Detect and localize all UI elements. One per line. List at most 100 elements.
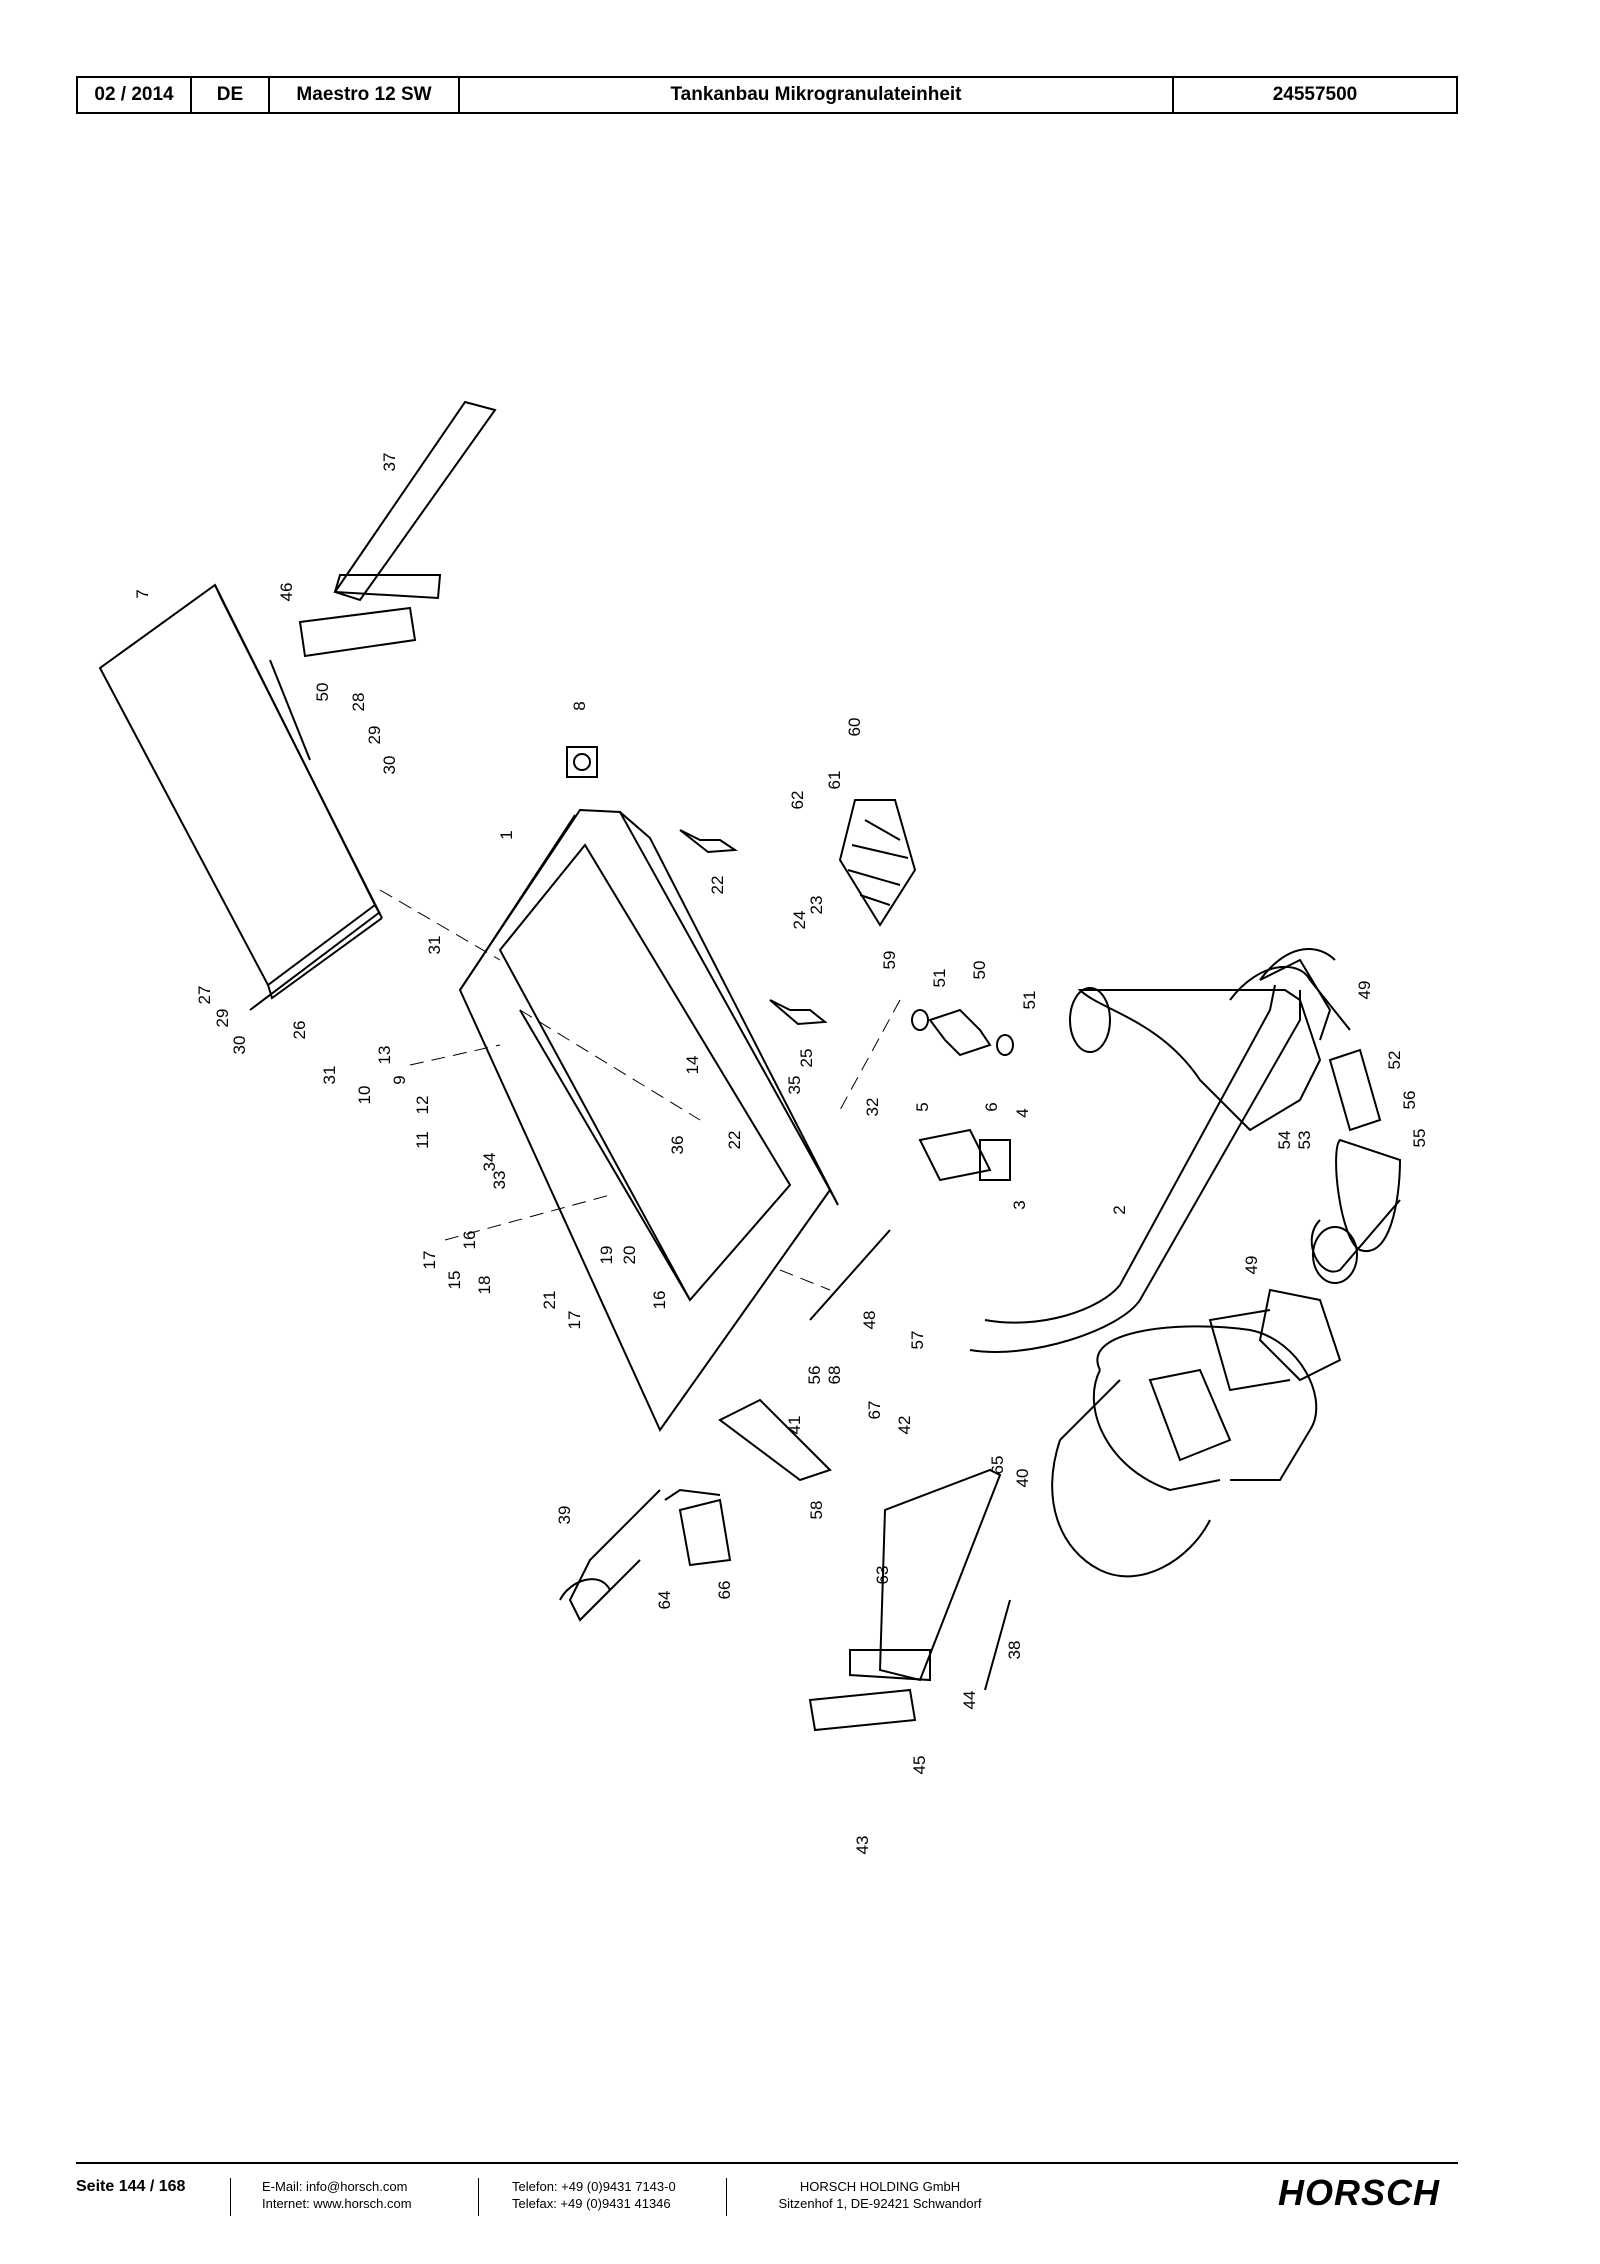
callout-label: 41 [785, 1416, 804, 1435]
callout-label: 55 [1410, 1129, 1429, 1148]
callout-label: 40 [1013, 1469, 1032, 1488]
callout-label: 51 [1020, 991, 1039, 1010]
callout-label: 36 [668, 1136, 687, 1155]
drawing-lines [98, 400, 1402, 1732]
callout-label: 4 [1013, 1108, 1032, 1117]
callout-label: 2 [1110, 1205, 1129, 1214]
footer-separator [726, 2178, 727, 2216]
callout-label: 18 [475, 1276, 494, 1295]
callout-label: 34 [480, 1153, 499, 1172]
callout-label: 24 [790, 911, 809, 930]
callout-label: 45 [910, 1756, 929, 1775]
drawing-dashed-lines [379, 889, 901, 1291]
callout-label: 17 [565, 1311, 584, 1330]
header-language: DE [192, 78, 270, 112]
callout-label: 68 [825, 1366, 844, 1385]
callout-label: 42 [895, 1416, 914, 1435]
callout-label: 58 [807, 1501, 826, 1520]
callout-label: 22 [725, 1131, 744, 1150]
callout-label: 19 [597, 1246, 616, 1265]
callout-label: 62 [788, 791, 807, 810]
callout-label: 23 [807, 896, 826, 915]
header-title: Tankanbau Mikrogranulateinheit [460, 78, 1174, 112]
footer-company: HORSCH HOLDING GmbH [799, 2179, 961, 2194]
callout-label: 49 [1242, 1256, 1261, 1275]
callout-label: 33 [490, 1171, 509, 1190]
callout-label: 6 [982, 1102, 1001, 1111]
footer-fax: Telefax: +49 (0)9431 41346 [512, 2196, 671, 2211]
callout-label: 67 [865, 1401, 884, 1420]
callout-label: 61 [825, 771, 844, 790]
footer-contact-web: E-Mail: info@horsch.com Internet: www.ho… [262, 2178, 412, 2212]
callout-label: 13 [375, 1046, 394, 1065]
footer-page-number: Seite 144 / 168 [76, 2178, 186, 2195]
callout-label: 48 [860, 1311, 879, 1330]
callout-label: 37 [380, 453, 399, 472]
callout-label: 56 [805, 1366, 824, 1385]
callout-label: 3 [1010, 1200, 1029, 1209]
callout-label: 22 [708, 876, 727, 895]
callout-label: 52 [1385, 1051, 1404, 1070]
callout-label: 21 [540, 1291, 559, 1310]
footer-address: Sitzenhof 1, DE-92421 Schwandorf [778, 2196, 982, 2211]
callout-label: 30 [230, 1036, 249, 1055]
footer-contact-phone: Telefon: +49 (0)9431 7143-0 Telefax: +49… [512, 2178, 676, 2212]
callout-label: 63 [873, 1566, 892, 1585]
header-model: Maestro 12 SW [270, 78, 460, 112]
callout-label: 56 [1400, 1091, 1419, 1110]
callout-label: 27 [195, 986, 214, 1005]
callout-label: 9 [390, 1075, 409, 1084]
callout-label: 20 [620, 1246, 639, 1265]
callout-label: 8 [570, 701, 589, 710]
callout-label: 53 [1295, 1131, 1314, 1150]
callout-label: 60 [845, 718, 864, 737]
horsch-logo: HORSCH [1278, 2172, 1441, 2213]
callout-label: 30 [380, 756, 399, 775]
callout-label: 39 [555, 1506, 574, 1525]
callout-label: 17 [420, 1251, 439, 1270]
callout-label: 35 [785, 1076, 804, 1095]
header-date: 02 / 2014 [78, 78, 192, 112]
footer-email: E-Mail: info@horsch.com [262, 2179, 408, 2194]
callout-label: 5 [913, 1102, 932, 1111]
footer-separator [230, 2178, 231, 2216]
callout-label: 50 [313, 683, 332, 702]
callout-label: 54 [1275, 1131, 1294, 1150]
callout-label: 28 [349, 693, 368, 712]
callout-label: 16 [650, 1291, 669, 1310]
callout-label: 10 [355, 1086, 374, 1105]
callout-label: 14 [683, 1056, 702, 1075]
callout-label: 32 [863, 1098, 882, 1117]
callout-label: 25 [797, 1049, 816, 1068]
header-part-number: 24557500 [1272, 84, 1358, 105]
callout-label: 44 [960, 1691, 979, 1710]
callout-label: 26 [290, 1021, 309, 1040]
callout-label: 11 [413, 1131, 432, 1149]
callout-label: 49 [1355, 981, 1374, 1000]
callout-label: 29 [213, 1009, 232, 1028]
callout-label: 57 [908, 1331, 927, 1350]
callout-label: 46 [277, 583, 296, 602]
footer-company-block: HORSCH HOLDING GmbH Sitzenhof 1, DE-9242… [760, 2178, 1000, 2212]
callout-label: 59 [880, 951, 899, 970]
callout-label: 50 [970, 961, 989, 980]
callout-label: 38 [1005, 1641, 1024, 1660]
callout-label: 16 [460, 1231, 479, 1250]
callout-label: 15 [445, 1271, 464, 1290]
callout-label: 66 [715, 1581, 734, 1600]
callout-label: 7 [133, 589, 152, 598]
footer-separator [478, 2178, 479, 2216]
callout-label: 31 [425, 936, 444, 955]
footer-phone: Telefon: +49 (0)9431 7143-0 [512, 2179, 676, 2194]
callout-label: 43 [853, 1836, 872, 1855]
callout-label: 1 [497, 830, 516, 839]
callout-label: 29 [365, 726, 384, 745]
callout-label: 31 [320, 1066, 339, 1085]
callout-label: 65 [988, 1456, 1007, 1475]
footer-rule [76, 2162, 1458, 2164]
callout-label: 51 [930, 969, 949, 988]
callout-label: 64 [655, 1591, 674, 1610]
header-table: 02 / 2014 DE Maestro 12 SW Tankanbau Mik… [76, 76, 1458, 114]
